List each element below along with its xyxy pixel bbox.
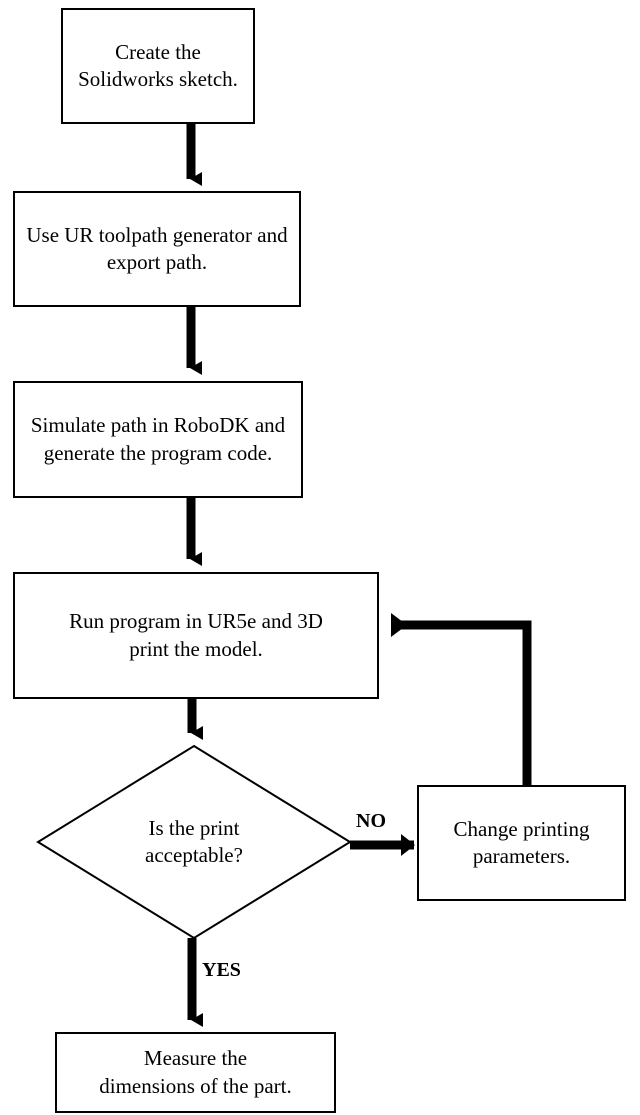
node-create-sketch[interactable]: Create the Solidworks sketch.	[61, 8, 255, 124]
node-change-params[interactable]: Change printing parameters.	[417, 785, 626, 901]
node-toolpath-label: Use UR toolpath generator and export pat…	[26, 222, 288, 274]
node-run-program-label: Run program in UR5e and 3D print the mod…	[69, 609, 323, 661]
edge-label-no: NO	[356, 810, 386, 832]
node-simulate-label: Simulate path in RoboDK and generate the…	[30, 413, 286, 465]
connector-change-feedback-to-run	[391, 613, 532, 785]
node-decision-print[interactable]: Is the print acceptable?	[36, 744, 352, 940]
node-run-program[interactable]: Run program in UR5e and 3D print the mod…	[13, 572, 379, 699]
edge-label-yes: YES	[202, 959, 241, 981]
node-measure[interactable]: Measure the dimensions of the part.	[55, 1032, 336, 1113]
node-change-params-label: Change printing parameters.	[453, 816, 590, 868]
node-create-sketch-label: Create the Solidworks sketch.	[78, 39, 238, 91]
node-measure-label: Measure the dimensions of the part.	[99, 1046, 292, 1098]
node-simulate[interactable]: Simulate path in RoboDK and generate the…	[13, 381, 303, 498]
node-toolpath[interactable]: Use UR toolpath generator and export pat…	[13, 191, 301, 307]
decision-diamond-shape	[36, 744, 352, 940]
